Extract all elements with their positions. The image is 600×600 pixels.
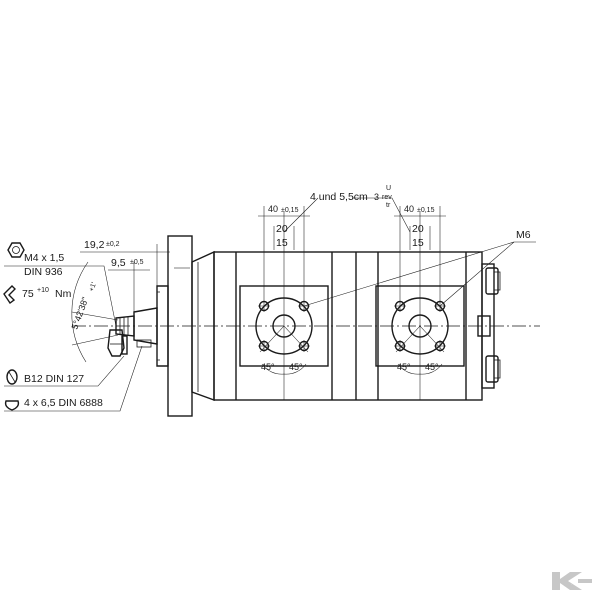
port-2-inner-dim-lines: [409, 226, 431, 250]
torque-legend: 75 +10 Nm: [3, 285, 72, 305]
thread-leader-lines: [303, 241, 536, 307]
port-1: [239, 206, 329, 400]
shaft-nut: [107, 329, 125, 357]
spring-washer-icon: [6, 369, 18, 385]
spacing-fraction-den: rev: [382, 194, 392, 201]
shaft-dim-lines: [80, 251, 170, 271]
brand-logo-letter: K: [571, 584, 572, 586]
shaft-offset-tolerance: ±0,5: [130, 259, 144, 266]
port-2-extension-lines: [399, 206, 441, 300]
port-2-angle-arc: [397, 363, 443, 375]
woodruff-key: [136, 339, 152, 348]
shaft-thread: [115, 315, 135, 337]
rear-end-cap: [481, 263, 495, 389]
washer-legend: B12 DIN 127: [4, 355, 125, 387]
key-legend: 4 x 6,5 DIN 6888: [4, 345, 143, 412]
port-1-extension-lines: [263, 206, 305, 300]
rear-bolt-head-top: [485, 267, 499, 295]
rear-plug: [477, 315, 491, 337]
torque-unit: Nm: [55, 288, 72, 300]
key-label: 4 x 6,5 DIN 6888: [24, 397, 103, 409]
shaft-offset-dim: 9,5: [111, 257, 126, 269]
port-1-width-tolerance: ±0,15: [281, 207, 299, 214]
rear-bolt-top-detail: [493, 271, 501, 291]
spigot-chamfer: [157, 291, 160, 361]
port-1-width-label: 40: [268, 204, 278, 214]
taper-angle-lines: [71, 311, 119, 346]
port-2-dim-lower: 15: [412, 237, 424, 249]
brand-logo-mark: [552, 572, 582, 590]
washer-label: B12 DIN 127: [24, 373, 84, 385]
taper-angle-tolerance: +1': [88, 282, 98, 293]
port-2-width-tolerance: ±0,15: [417, 207, 435, 214]
nut-standard-label: DIN 936: [24, 266, 63, 278]
brand-logo: K: [552, 572, 592, 590]
torque-tolerance: +10: [37, 287, 49, 294]
rear-bolt-head-bottom: [485, 355, 499, 383]
spacing-leader-lines: [283, 197, 411, 233]
port-1-inner-dim-lines: [273, 226, 295, 250]
nut-legend: M4 x 1,5 DIN 936: [4, 242, 117, 327]
shaft-length-tolerance: ±0,2: [106, 241, 120, 248]
hex-nut-icon: [7, 242, 25, 258]
shaft-extension-lines: [133, 244, 158, 312]
spring-washer-icon-split: [8, 371, 16, 383]
port-2-angle-right: 45°: [425, 362, 439, 372]
thread-callout: M6: [516, 229, 531, 241]
port-2: [375, 206, 465, 400]
torque-value: 75: [22, 288, 34, 300]
hex-nut-icon-bore: [12, 246, 20, 254]
key-leader: [4, 345, 143, 412]
spacing-fraction-sup: U: [386, 185, 391, 192]
port-1-dim-lower: 15: [276, 237, 288, 249]
port-1-angle-rays: [259, 325, 309, 353]
shaft-length-dim: 19,2: [84, 239, 105, 251]
spacing-fraction-sub: tr: [386, 202, 391, 209]
nut-leader: [4, 265, 117, 327]
shaft-assembly: [107, 307, 158, 357]
spacing-note: 4 und 5,5cm: [310, 191, 368, 203]
port-2-angle-rays: [395, 325, 445, 353]
spacing-fraction-num: 3: [374, 192, 379, 202]
washer-leader: [4, 355, 125, 387]
taper-angle-arc: [71, 261, 89, 363]
brand-logo-bar: [578, 579, 592, 583]
woodruff-key-icon: [4, 400, 20, 411]
port-1-angle-arc: [261, 363, 307, 375]
port-2-dim-upper: 20: [412, 223, 424, 235]
port-2-width-label: 40: [404, 204, 414, 214]
wrench-icon: [3, 285, 16, 305]
port-1-angle-left: 45°: [261, 362, 275, 372]
nut-size-label: M4 x 1,5: [24, 252, 64, 264]
port-1-angle-right: 45°: [289, 362, 303, 372]
port-2-angle-left: 45°: [397, 362, 411, 372]
spring-washer: [121, 335, 128, 355]
thread-lines: [119, 317, 129, 335]
port-1-dim-upper: 20: [276, 223, 288, 235]
rear-bolt-bottom-detail: [493, 359, 501, 379]
